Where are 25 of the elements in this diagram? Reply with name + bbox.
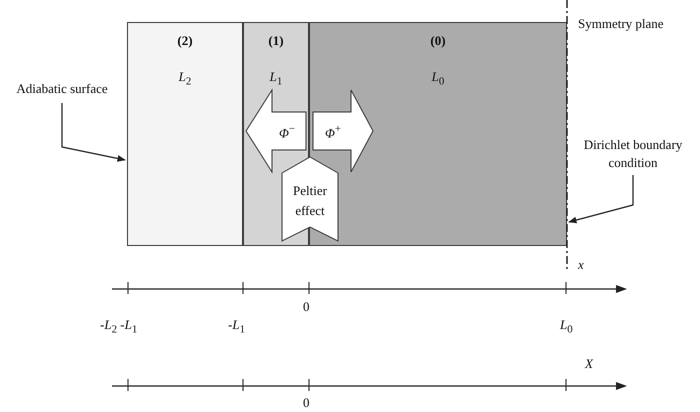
layer-length: L$_{0}$ (432, 69, 444, 90)
right-pointing-flux-shape (313, 90, 373, 172)
layer-length: L$_{1}$ (270, 69, 282, 90)
layer-number: (0) (430, 33, 446, 49)
tick-label: 0 (303, 395, 310, 411)
axis-name: x (578, 257, 584, 273)
layer-number: (2) (177, 33, 193, 49)
flux-label: Φ$^{−}$ (278, 122, 295, 142)
tick-label: -L$_{1}$ (228, 317, 245, 338)
layer-region (127, 22, 243, 246)
layer-number: (1) (268, 33, 284, 49)
axis-name: X (585, 356, 593, 372)
annotation-text: Dirichlet boundary condition (570, 136, 696, 172)
annotation-text: Adiabatic surface (2, 80, 122, 100)
effect-label: Peltier effect (292, 182, 328, 220)
layer-length: L$_{2}$ (178, 69, 192, 90)
tick-label: 0 (303, 299, 310, 315)
upward-block-arrow (282, 157, 338, 241)
plane-label: Symmetry plane (578, 16, 664, 32)
leader-line (568, 175, 634, 224)
left-pointing-flux-shape (246, 90, 306, 172)
flux-label: Φ$^{+}$ (324, 122, 341, 142)
leader-line (61, 103, 126, 162)
tick-label: -L$_{2}$ -L$_{1}$ (100, 317, 138, 338)
tick-label: L$_{0}$ (560, 317, 573, 338)
